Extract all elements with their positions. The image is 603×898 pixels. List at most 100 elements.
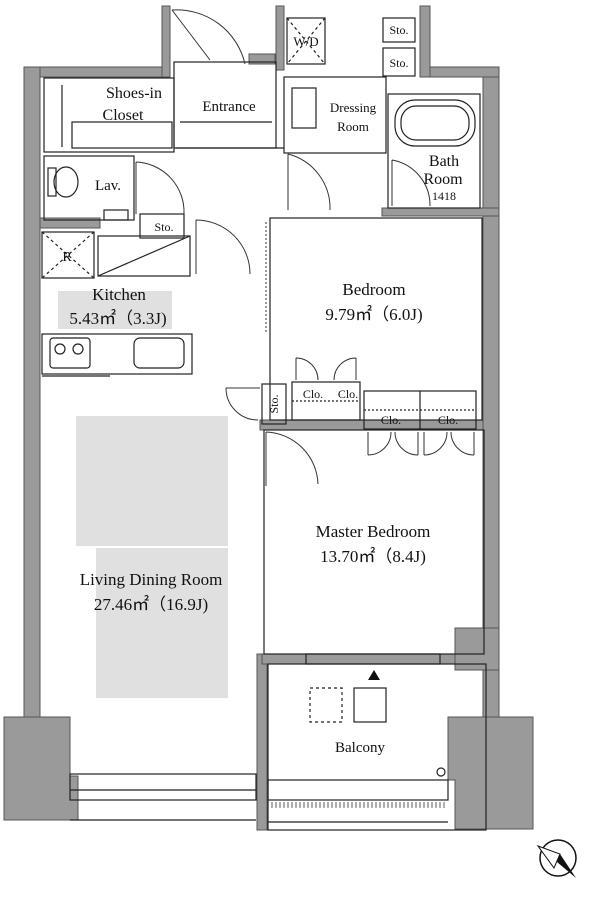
wall-sto-right	[419, 5, 431, 78]
bathtub-inner	[400, 105, 470, 141]
kitchen-label-patch	[58, 291, 172, 329]
interior-lines	[41, 17, 487, 831]
living-dining-label: Living Dining Room	[80, 570, 223, 589]
closet-label-3: Clo.	[381, 413, 401, 427]
bath-room-label-1: Bath	[429, 153, 459, 170]
burner-2	[72, 343, 84, 355]
master-bedroom-outline	[263, 429, 485, 655]
refrigerator-label: R	[62, 250, 72, 265]
bedroom-closet-door-1	[295, 357, 319, 381]
master-bedroom-label: Master Bedroom	[316, 522, 431, 541]
storage-label-hall: Sto.	[267, 394, 281, 413]
living-rug-upper	[76, 416, 228, 546]
living-rug-lower	[96, 548, 228, 698]
wd-label: W/D	[293, 34, 318, 49]
washer-dryer-box	[286, 17, 326, 65]
kitchen-area: 5.43㎡（3.3J)	[69, 309, 166, 328]
dressing-room-label-2: Room	[337, 119, 369, 134]
living-window-sill	[69, 773, 257, 801]
bath-door	[391, 159, 431, 207]
kitchen-counter	[41, 333, 193, 375]
exterior-walls	[3, 5, 534, 831]
bedroom-outline	[269, 217, 483, 421]
wall-center-partition	[256, 653, 268, 831]
dressing-bench	[291, 87, 317, 129]
balcony-railing	[267, 779, 449, 801]
kitchen-upper-cabinet	[97, 235, 191, 277]
wall-kitchen-top	[39, 217, 101, 229]
wall-master-bump	[454, 627, 500, 671]
bath-room-code: 1418	[432, 189, 456, 203]
master-bedroom-area: 13.70㎡（8.4J)	[320, 547, 426, 566]
hall-storage-box	[261, 383, 287, 425]
balcony-outdoor-unit-dashed	[309, 687, 343, 723]
refrigerator-box	[41, 231, 95, 279]
pillar-bottom-right	[447, 716, 534, 830]
wd-diagonal-2	[286, 17, 326, 65]
master-closet-door-1	[367, 431, 392, 456]
master-closet-door-3	[423, 431, 448, 456]
lavatory-outline	[43, 155, 135, 221]
balcony-drain	[436, 767, 446, 777]
lavatory-label: Lav.	[95, 178, 121, 194]
entrance-label: Entrance	[202, 99, 256, 115]
balcony-label: Balcony	[335, 740, 385, 756]
living-dining-area: 27.46㎡（16.9J)	[94, 595, 208, 614]
balcony-hatching	[271, 802, 445, 808]
lav-sink	[103, 209, 129, 221]
closet-label-4: Clo.	[438, 413, 458, 427]
wall-entrance-left	[161, 5, 171, 78]
hall-storage-door	[225, 387, 260, 421]
dressing-room-label-1: Dressing	[330, 100, 377, 115]
door-swings	[135, 9, 475, 486]
dressing-door	[287, 153, 331, 211]
shoes-closet-label-1: Shoes-in	[106, 85, 162, 102]
floor-patches	[58, 291, 228, 698]
shoes-closet-bench	[71, 121, 173, 149]
lav-door	[135, 161, 185, 215]
storage-small-outline	[139, 213, 185, 239]
kitchen-cabinet-diagonal	[97, 235, 191, 277]
entrance-door	[171, 9, 246, 65]
master-closet-door-4	[450, 431, 475, 456]
bath-room-label-2: Room	[423, 171, 463, 188]
bedroom-label: Bedroom	[342, 280, 405, 299]
closet-label-2: Clo.	[338, 387, 358, 401]
pillar-bottom-left	[3, 716, 79, 821]
wall-top-left	[23, 66, 165, 78]
stove	[49, 337, 91, 369]
north-compass-icon	[536, 839, 577, 878]
master-bedroom-door	[265, 431, 319, 486]
wall-top-right	[419, 66, 500, 78]
storage-label-top: Sto.	[389, 23, 408, 37]
balcony-window	[305, 653, 441, 665]
toilet-bowl	[53, 166, 79, 198]
storage-box-upper	[382, 17, 416, 43]
wall-wd-left	[275, 5, 285, 71]
wall-bath-bottom	[381, 207, 500, 217]
wall-left	[23, 66, 41, 718]
burner-1	[54, 343, 66, 355]
room-labels: Shoes-in Closet Entrance W/D Sto. Sto. D…	[62, 23, 463, 756]
wall-entrance-right	[248, 53, 276, 65]
kitchen-label: Kitchen	[92, 285, 146, 304]
bedroom-area: 9.79㎡（6.0J)	[325, 305, 422, 324]
wall-balcony-top	[261, 653, 456, 665]
closet-label-1: Clo.	[303, 387, 323, 401]
storage-label-second: Sto.	[389, 56, 408, 70]
storage-box-lower	[382, 47, 416, 77]
master-closet-door-2	[394, 431, 419, 456]
toilet-tank	[47, 167, 57, 197]
bathtub	[394, 99, 476, 147]
bath-room-outline	[387, 93, 481, 209]
wall-right	[482, 66, 500, 718]
kitchen-door	[195, 219, 251, 275]
dressing-room-outline	[283, 76, 387, 154]
storage-label-lav: Sto.	[154, 220, 173, 234]
balcony-outdoor-unit	[353, 687, 387, 723]
bedroom-closet-door-2	[333, 357, 357, 381]
balcony-entry-arrow-icon	[368, 670, 380, 680]
kitchen-sink	[133, 337, 185, 369]
wd-diagonal-1	[286, 17, 326, 65]
